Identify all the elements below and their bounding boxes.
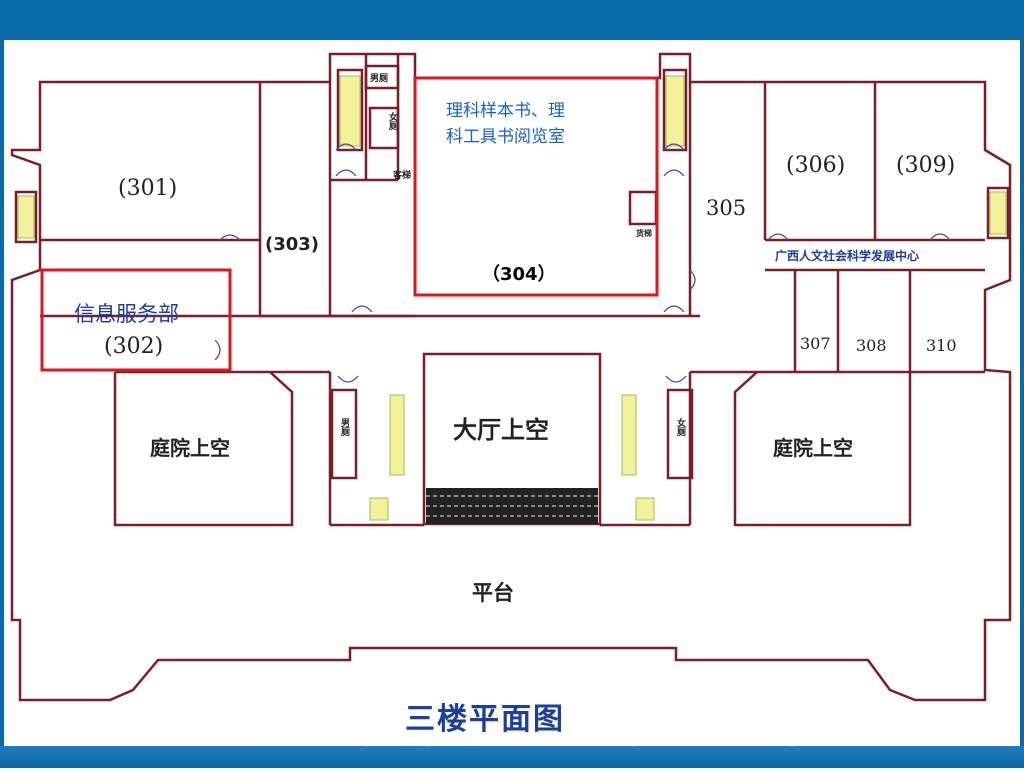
room-306-label: (306): [786, 153, 846, 178]
highlight-box-304: [413, 76, 659, 297]
hall-railing: [426, 488, 598, 524]
room-307-label: 307: [800, 334, 831, 353]
room-303-label: (303): [265, 234, 320, 255]
room-310-label: 310: [926, 336, 957, 355]
room-304-title-line1: 理科样本书、理: [446, 101, 565, 121]
room-304-number: （304）: [482, 264, 556, 285]
plan-title: 三楼平面图: [405, 702, 565, 737]
mens-wc-top-label: 男厕: [370, 74, 389, 84]
mens-wc-mid-label: 男厕: [339, 418, 349, 436]
platform-label: 平台: [472, 581, 514, 605]
room-305-label: 305: [706, 196, 747, 220]
room-304-title-line2: 科工具书阅览室: [446, 127, 565, 147]
courtyard-left-label: 庭院上空: [150, 436, 230, 460]
room-309-label: (309): [896, 153, 956, 178]
guest-lift-label: 客梯: [393, 171, 412, 181]
hall-void-label: 大厅上空: [453, 416, 549, 444]
womens-wc-mid-label: 女厕: [675, 418, 685, 436]
womens-wc-top-label: 女厕: [387, 112, 397, 130]
room-308-label: 308: [856, 336, 887, 355]
freight-lift-label: 货梯: [636, 229, 652, 238]
header-bar: [0, 0, 1024, 40]
courtyard-right-label: 庭院上空: [773, 436, 853, 460]
footer-bar: [0, 732, 1024, 768]
left-border: [0, 40, 4, 748]
room-302-number: (302): [104, 334, 164, 359]
right-border: [1020, 40, 1024, 748]
room-302-name: 信息服务部: [74, 302, 179, 326]
highlight-box-302: [40, 268, 232, 372]
guangxi-center-label: 广西人文社会科学发展中心: [775, 249, 920, 263]
room-301-label: (301): [118, 176, 178, 201]
